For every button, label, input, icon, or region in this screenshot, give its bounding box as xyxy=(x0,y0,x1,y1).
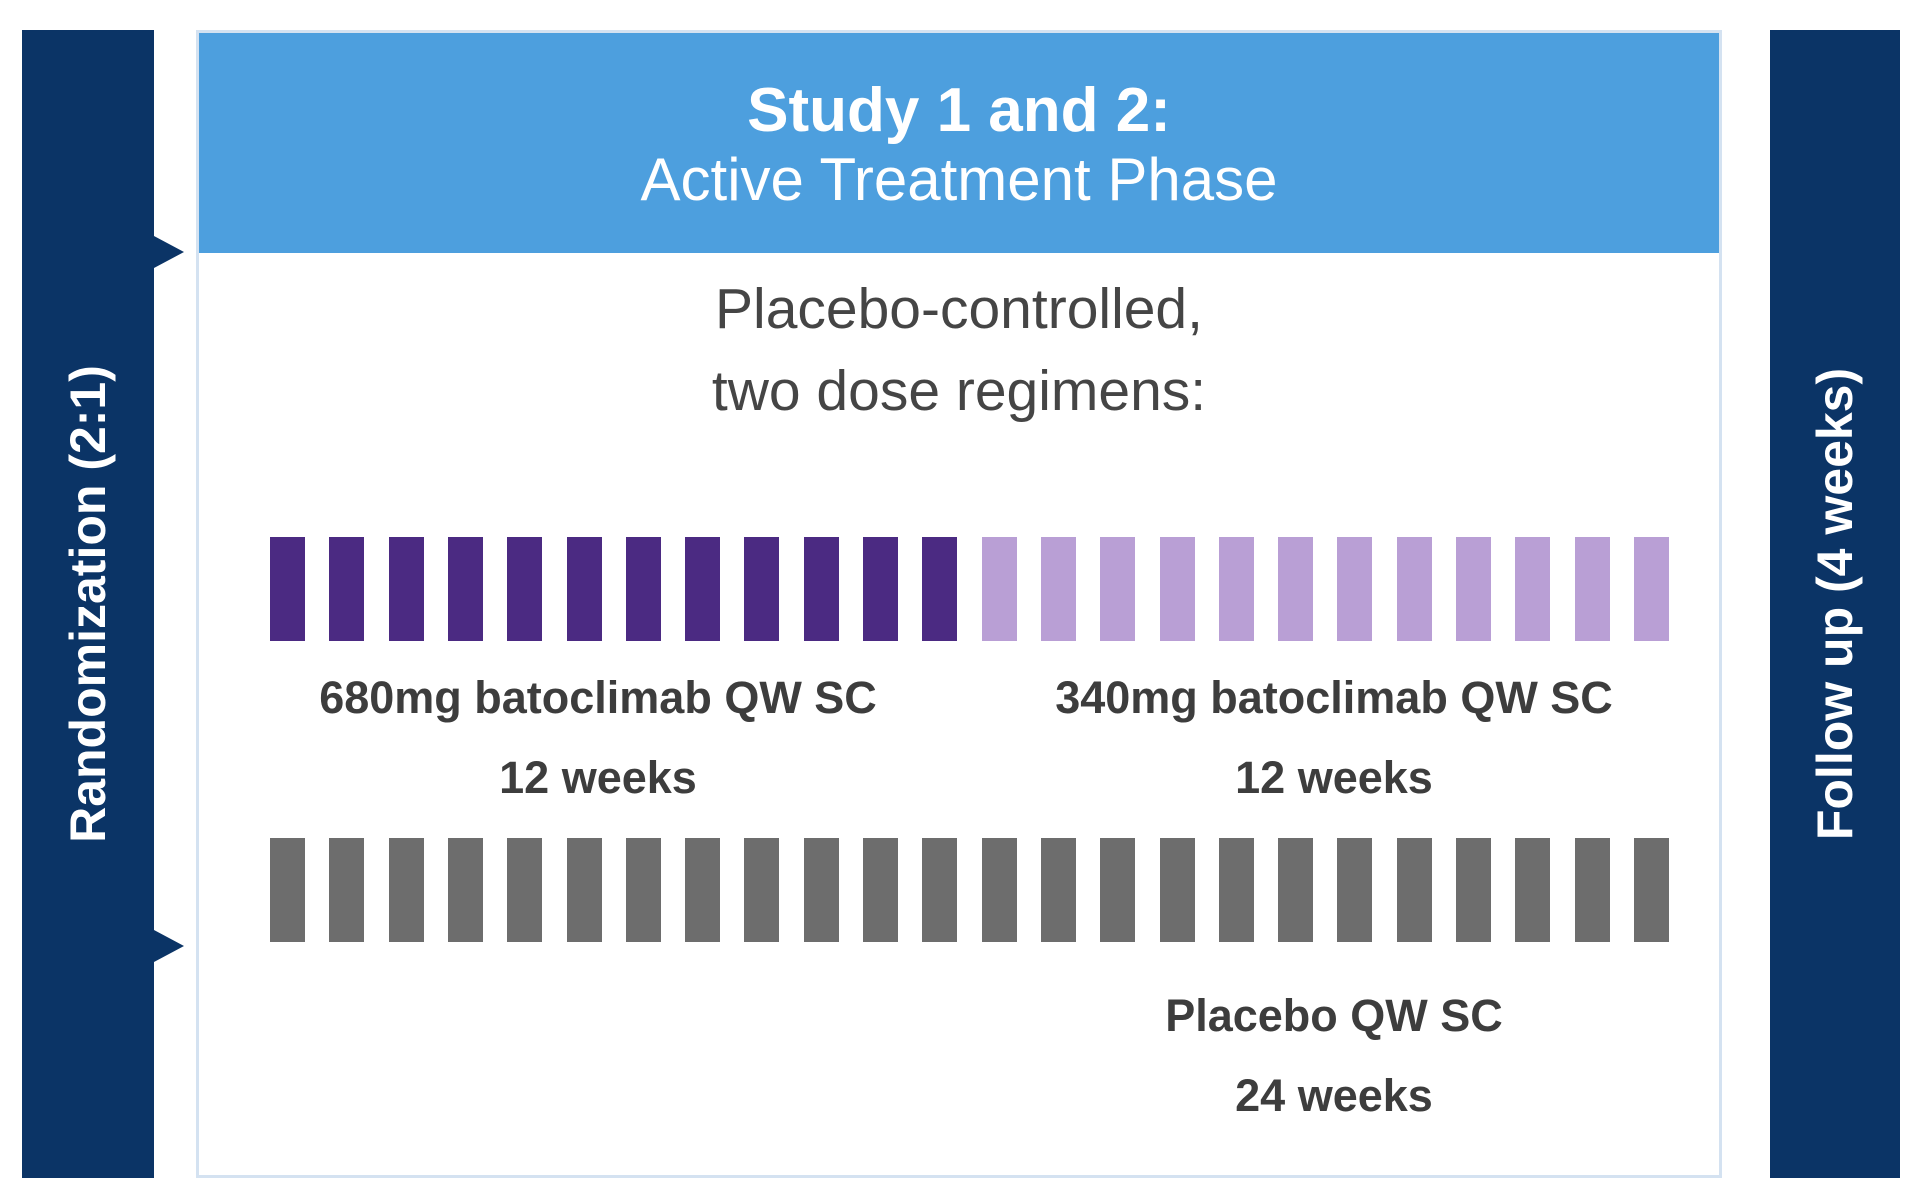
low-dose-week-bar xyxy=(1396,537,1432,641)
high-dose-week-bar xyxy=(388,537,424,641)
low-dose-week-bar xyxy=(981,537,1017,641)
low-dose-arm-duration: 12 weeks xyxy=(1235,752,1433,803)
high-dose-week-bar xyxy=(803,537,839,641)
placebo-week-bar xyxy=(329,838,365,942)
design-description-line1: Placebo-controlled, xyxy=(715,277,1203,341)
low-dose-week-bar xyxy=(1515,537,1551,641)
placebo-week-bar xyxy=(803,838,839,942)
high-dose-week-bar xyxy=(863,537,898,641)
randomization-arrow-top xyxy=(154,236,184,268)
placebo-week-bar xyxy=(566,838,602,942)
placebo-week-bar xyxy=(507,838,543,942)
low-dose-week-bar xyxy=(1218,537,1254,641)
active-dose-row xyxy=(270,537,1678,641)
placebo-week-bar xyxy=(744,838,780,942)
low-dose-week-bar xyxy=(1278,537,1314,641)
placebo-week-bar xyxy=(1456,838,1491,942)
study-title: Study 1 and 2: xyxy=(747,76,1171,145)
follow-up-bar: Follow up (4 weeks) xyxy=(1770,30,1900,1178)
high-dose-arm-name: 680mg batoclimab QW SC xyxy=(319,672,877,723)
placebo-week-bar xyxy=(270,838,305,942)
high-dose-week-bar xyxy=(744,537,780,641)
randomization-bar: Randomization (2:1) xyxy=(22,30,154,1178)
high-dose-week-bar xyxy=(329,537,365,641)
placebo-week-bar xyxy=(863,838,898,942)
placebo-week-bar xyxy=(1574,838,1610,942)
randomization-arrow-bottom xyxy=(154,930,184,962)
high-dose-week-bar xyxy=(625,537,661,641)
placebo-dose-row xyxy=(270,838,1678,942)
placebo-week-bar xyxy=(1278,838,1314,942)
high-dose-week-bar xyxy=(922,537,958,641)
low-dose-arm-name: 340mg batoclimab QW SC xyxy=(1055,672,1613,723)
placebo-week-bar xyxy=(447,838,483,942)
placebo-arm-name: Placebo QW SC xyxy=(1165,990,1503,1041)
phase-title: Active Treatment Phase xyxy=(640,146,1278,213)
design-description-line2: two dose regimens: xyxy=(711,359,1207,423)
randomization-label: Randomization (2:1) xyxy=(60,365,116,843)
low-dose-week-bar xyxy=(1040,537,1076,641)
placebo-week-bar xyxy=(1159,838,1195,942)
high-dose-week-bar xyxy=(507,537,543,641)
low-dose-week-bar xyxy=(1633,537,1669,641)
placebo-arm-duration: 24 weeks xyxy=(1235,1070,1433,1121)
placebo-week-bar xyxy=(1100,838,1136,942)
placebo-week-bar xyxy=(922,838,958,942)
high-dose-week-bar xyxy=(270,537,305,641)
placebo-week-bar xyxy=(388,838,424,942)
placebo-week-bar xyxy=(625,838,661,942)
high-dose-arm-duration: 12 weeks xyxy=(499,752,697,803)
low-dose-week-bar xyxy=(1456,537,1491,641)
high-dose-week-bar xyxy=(566,537,602,641)
placebo-week-bar xyxy=(1515,838,1551,942)
treatment-phase-header: Study 1 and 2: Active Treatment Phase xyxy=(199,33,1719,253)
high-dose-week-bar xyxy=(447,537,483,641)
low-dose-week-bar xyxy=(1159,537,1195,641)
placebo-week-bar xyxy=(1396,838,1432,942)
placebo-week-bar xyxy=(981,838,1017,942)
low-dose-week-bar xyxy=(1100,537,1136,641)
placebo-week-bar xyxy=(1040,838,1076,942)
high-dose-week-bar xyxy=(685,537,721,641)
placebo-week-bar xyxy=(685,838,721,942)
low-dose-week-bar xyxy=(1337,537,1373,641)
follow-up-label: Follow up (4 weeks) xyxy=(1807,367,1863,841)
placebo-week-bar xyxy=(1218,838,1254,942)
placebo-week-bar xyxy=(1337,838,1373,942)
low-dose-week-bar xyxy=(1574,537,1610,641)
placebo-week-bar xyxy=(1633,838,1669,942)
